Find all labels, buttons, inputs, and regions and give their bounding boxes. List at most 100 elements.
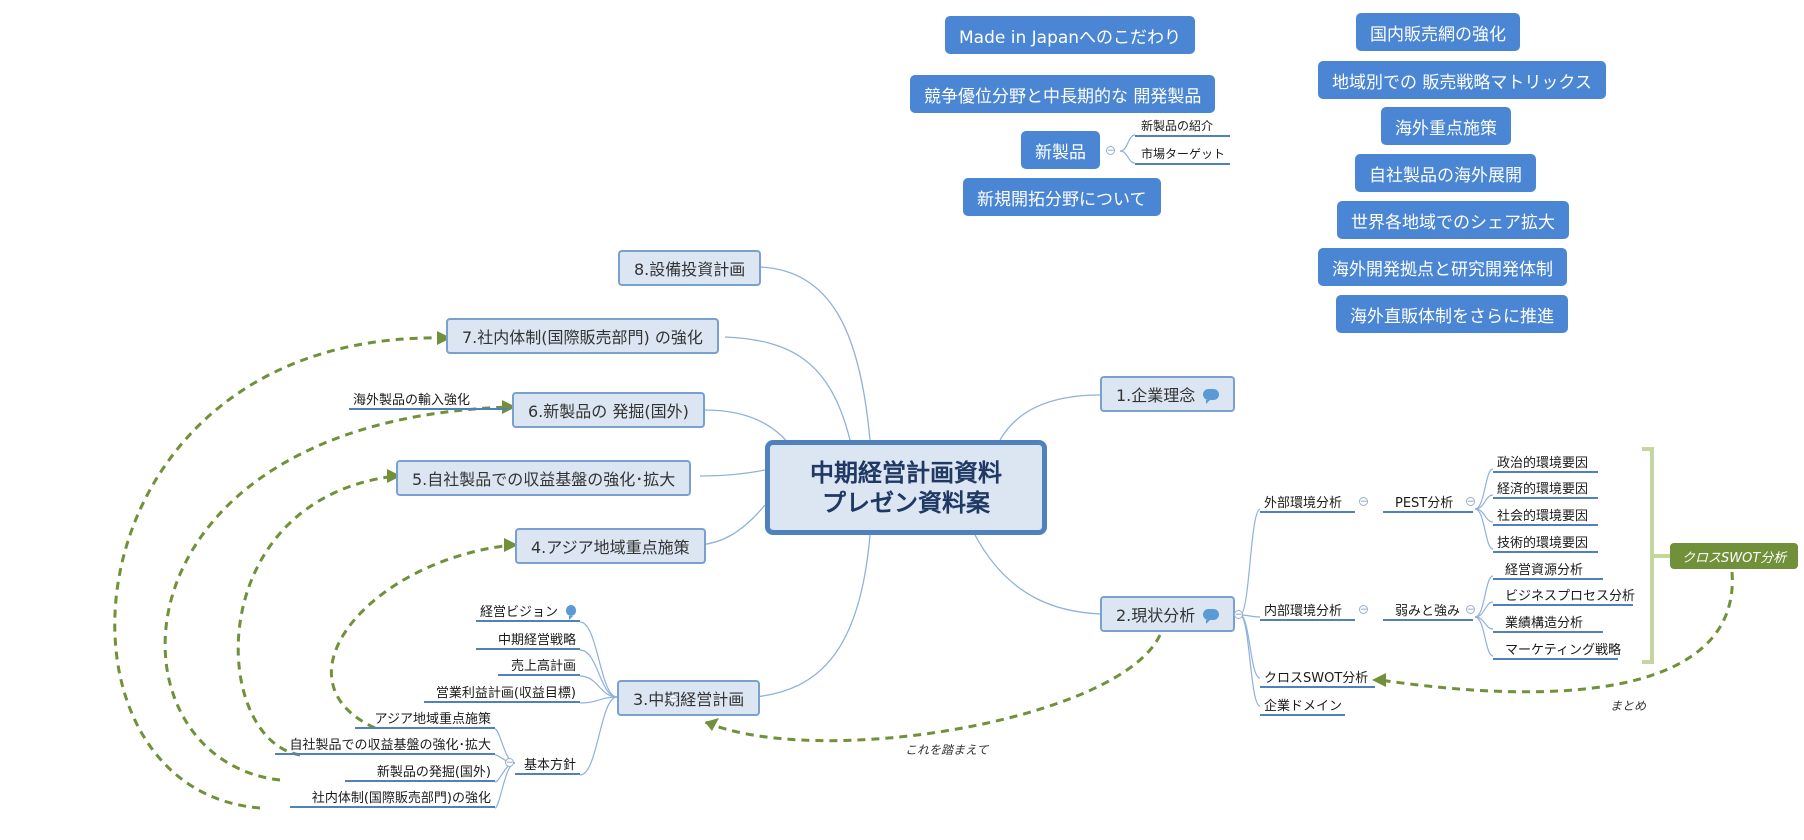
sub-internal-label: 内部環境分析	[1264, 603, 1343, 619]
annotation-summary: まとめ	[1610, 699, 1647, 713]
new-product-item[interactable]: 新製品の紹介	[1135, 115, 1230, 137]
sub-profit[interactable]: 営業利益計画(収益目標)	[424, 681, 580, 703]
collapse-weakness-icon[interactable]: −	[1466, 605, 1475, 615]
float-right-item[interactable]: 海外直販体制をさらに推進	[1336, 295, 1568, 333]
topic-6-label: 6.新製品の 発掘(国外)	[528, 402, 689, 421]
policy-item-label: アジア地域重点施策	[374, 711, 491, 727]
topic-2[interactable]: 2.現状分析	[1100, 596, 1236, 632]
float-right-item-label: 海外直販体制をさらに推進	[1350, 306, 1554, 327]
collapse-topic-3-icon[interactable]: −	[669, 694, 678, 704]
float-right-item-label: 国内販売網の強化	[1370, 24, 1506, 45]
float-new-field[interactable]: 新規開拓分野について	[963, 178, 1161, 216]
swot-tag[interactable]: クロスSWOT分析	[1670, 543, 1799, 569]
float-right-item[interactable]: 地域別での 販売戦略マトリックス	[1318, 61, 1606, 99]
pest-item[interactable]: 政治的環境要因	[1493, 451, 1598, 473]
sub-pest-label: PEST分析	[1395, 495, 1454, 511]
float-new-product[interactable]: 新製品	[1021, 131, 1100, 169]
pest-item-label: 政治的環境要因	[1497, 455, 1589, 471]
float-right-item-label: 海外重点施策	[1395, 118, 1497, 139]
float-right-item[interactable]: 世界各地域でのシェア拡大	[1337, 201, 1569, 239]
comment-icon[interactable]	[566, 604, 576, 620]
weakness-item[interactable]: ビジネスプロセス分析	[1493, 584, 1636, 606]
new-product-item[interactable]: 市場ターゲット	[1135, 143, 1230, 165]
sub-strategy[interactable]: 中期経営戦略	[476, 628, 580, 650]
weakness-item[interactable]: 業績構造分析	[1493, 611, 1603, 633]
sub-vision[interactable]: 経営ビジョン	[476, 600, 580, 622]
policy-item[interactable]: アジア地域重点施策	[355, 707, 495, 729]
topic-3[interactable]: 3.中期経営計画	[617, 680, 761, 716]
topic-6-sub[interactable]: 海外製品の輸入強化	[349, 388, 509, 410]
weakness-item-label: ビジネスプロセス分析	[1505, 588, 1636, 604]
float-competitive-label: 競争優位分野と中長期的な 開発製品	[924, 86, 1202, 107]
sub-sales[interactable]: 売上高計画	[498, 654, 580, 676]
collapse-new-product-icon[interactable]: −	[1106, 146, 1115, 156]
float-right-item-label: 世界各地域でのシェア拡大	[1351, 212, 1555, 233]
policy-item-label: 社内体制(国際販売部門)の強化	[311, 790, 491, 806]
float-right-item[interactable]: 海外重点施策	[1381, 107, 1511, 145]
sub-weakness-label: 弱みと強み	[1395, 603, 1461, 619]
policy-item[interactable]: 自社製品での収益基盤の強化･拡大	[275, 733, 495, 755]
comment-icon[interactable]	[1203, 608, 1220, 624]
weakness-item[interactable]: 経営資源分析	[1493, 558, 1603, 580]
topic-4[interactable]: 4.アジア地域重点施策	[515, 528, 706, 564]
collapse-internal-icon[interactable]: −	[1359, 605, 1368, 615]
topic-8[interactable]: 8.設備投資計画	[618, 250, 762, 286]
collapse-external-icon[interactable]: −	[1359, 497, 1368, 507]
topic-4-label: 4.アジア地域重点施策	[531, 538, 690, 557]
float-made-in-japan[interactable]: Made in Japanへのこだわり	[945, 16, 1196, 54]
new-product-item-label: 新製品の紹介	[1141, 118, 1214, 133]
float-right-item[interactable]: 国内販売網の強化	[1356, 13, 1520, 51]
topic-3-label: 3.中期経営計画	[633, 690, 745, 709]
topic-7[interactable]: 7.社内体制(国際販売部門) の強化	[446, 318, 719, 354]
topic-1[interactable]: 1.企業理念	[1100, 376, 1236, 412]
sub-domain[interactable]: 企業ドメイン	[1260, 694, 1345, 716]
sub-cross-swot[interactable]: クロスSWOT分析	[1260, 666, 1375, 688]
pest-item[interactable]: 経済的環境要因	[1493, 477, 1598, 499]
sub-cross-swot-label: クロスSWOT分析	[1264, 670, 1369, 686]
sub-pest[interactable]: PEST分析	[1383, 491, 1473, 513]
topic-7-label: 7.社内体制(国際販売部門) の強化	[462, 328, 703, 347]
pest-item-label: 技術的環境要因	[1497, 535, 1589, 551]
sub-internal[interactable]: 内部環境分析	[1260, 599, 1355, 621]
float-right-item[interactable]: 海外開発拠点と研究開発体制	[1318, 248, 1567, 286]
policy-item-label: 新製品の発掘(国外)	[376, 764, 491, 780]
pest-item[interactable]: 社会的環境要因	[1493, 504, 1598, 526]
float-new-product-label: 新製品	[1035, 142, 1086, 163]
float-right-item[interactable]: 自社製品の海外展開	[1355, 154, 1536, 192]
policy-item-label: 自社製品での収益基盤の強化･拡大	[289, 737, 491, 753]
float-competitive[interactable]: 競争優位分野と中長期的な 開発製品	[910, 75, 1216, 113]
pest-item[interactable]: 技術的環境要因	[1493, 531, 1598, 553]
collapse-policy-icon[interactable]: −	[505, 758, 514, 768]
float-made-label: Made in Japanへのこだわり	[959, 27, 1182, 48]
topic-5[interactable]: 5.自社製品での収益基盤の強化･拡大	[396, 460, 692, 496]
sub-weakness[interactable]: 弱みと強み	[1383, 599, 1473, 621]
sub-vision-label: 経営ビジョン	[480, 604, 559, 620]
sub-policy[interactable]: 基本方針	[515, 753, 580, 775]
weakness-item-label: 業績構造分析	[1505, 615, 1584, 631]
float-right-item-label: 海外開発拠点と研究開発体制	[1332, 259, 1553, 280]
sub-external-label: 外部環境分析	[1264, 495, 1343, 511]
sub-domain-label: 企業ドメイン	[1264, 698, 1343, 714]
policy-item[interactable]: 新製品の発掘(国外)	[345, 760, 495, 782]
topic-6[interactable]: 6.新製品の 発掘(国外)	[512, 392, 705, 428]
float-new-field-label: 新規開拓分野について	[977, 189, 1147, 210]
sub-strategy-label: 中期経営戦略	[497, 632, 576, 648]
central-topic[interactable]: 中期経営計画資料 プレゼン資料案	[765, 440, 1047, 535]
sub-external[interactable]: 外部環境分析	[1260, 491, 1355, 513]
topic-5-label: 5.自社製品での収益基盤の強化･拡大	[412, 470, 676, 489]
pest-item-label: 社会的環境要因	[1497, 508, 1589, 524]
sub-profit-label: 営業利益計画(収益目標)	[435, 685, 576, 701]
weakness-item-label: 経営資源分析	[1505, 562, 1584, 578]
weakness-item-label: マーケティング戦略	[1505, 642, 1621, 658]
new-product-item-label: 市場ターゲット	[1141, 146, 1226, 161]
policy-item[interactable]: 社内体制(国際販売部門)の強化	[290, 786, 495, 808]
sub-policy-label: 基本方針	[523, 757, 576, 773]
comment-icon[interactable]	[1203, 388, 1220, 404]
central-title-line1: 中期経営計画資料	[810, 458, 1002, 487]
collapse-pest-icon[interactable]: −	[1466, 497, 1475, 507]
weakness-item[interactable]: マーケティング戦略	[1493, 638, 1621, 660]
topic-2-label: 2.現状分析	[1116, 606, 1196, 625]
collapse-topic-2-icon[interactable]: −	[1234, 610, 1243, 620]
topic-1-label: 1.企業理念	[1116, 386, 1196, 405]
topic-8-label: 8.設備投資計画	[634, 260, 746, 279]
